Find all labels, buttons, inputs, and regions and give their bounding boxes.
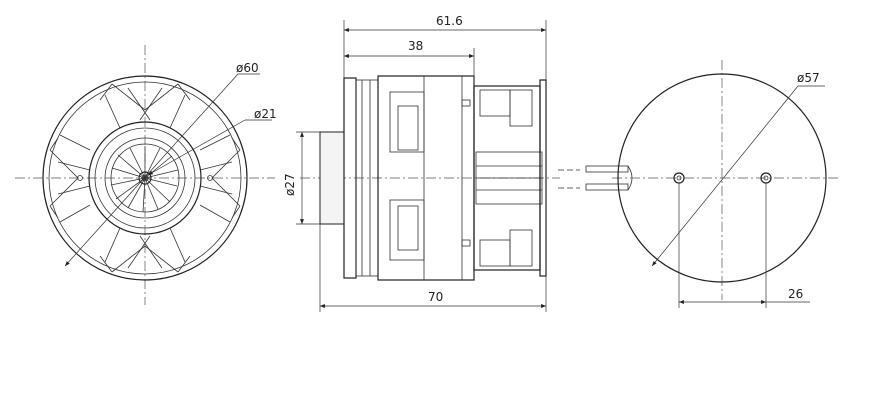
rear-diameter-label: ø57 [797,71,820,85]
rear-terminal-spacing-label: 26 [788,287,803,301]
front-frame-spokes [49,83,241,273]
front-outer-diameter-label: ø60 [236,61,259,75]
side-total-length-label: 61.6 [436,14,463,28]
side-view: 61.6 38 ø27 70 [283,14,633,312]
front-impeller [110,143,180,213]
rear-view: ø57 26 [612,60,840,308]
front-view: ø60 ø21 [15,45,277,305]
front-hub-diameter-label: ø21 [254,107,277,121]
side-body-length-label: 38 [408,39,423,53]
side-shaft-diameter-label: ø27 [283,173,297,196]
side-overall-length-label: 70 [428,290,443,304]
